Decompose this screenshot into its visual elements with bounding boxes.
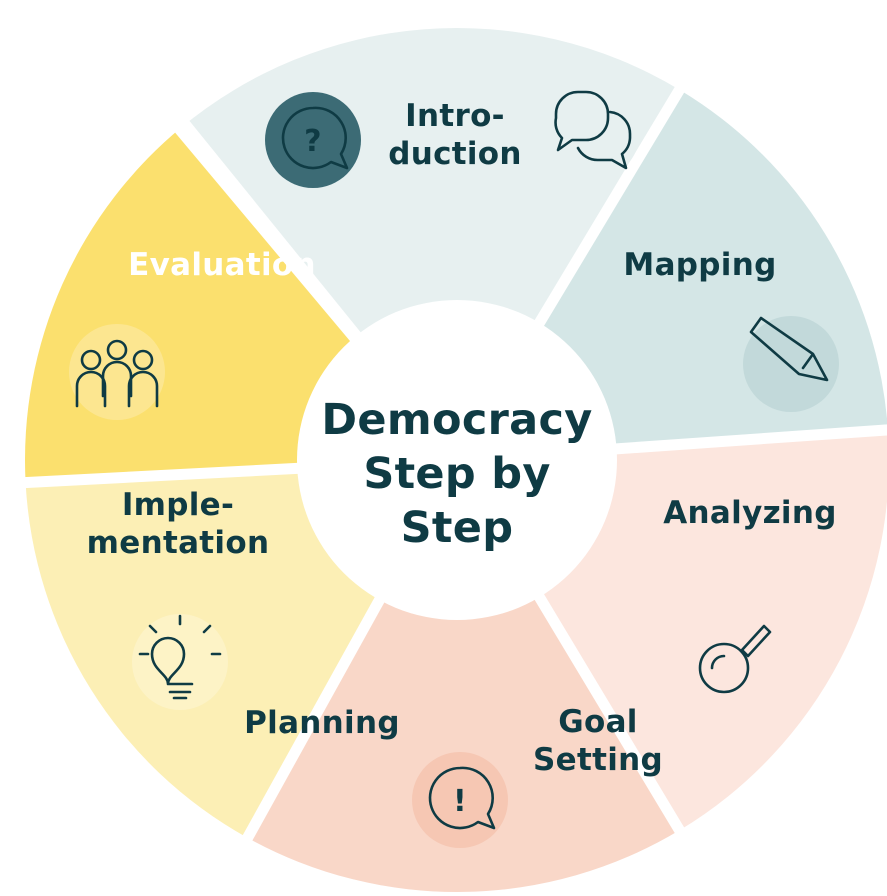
- segment-label-implementation: mentation: [87, 525, 270, 561]
- speech-bubbles-icon: [544, 84, 640, 180]
- pencil-icon: [743, 316, 839, 412]
- segment-labels-layer: Intro-ductionMappingAnalyzingGoalSetting…: [87, 98, 837, 778]
- segment-label-introduction: Intro-: [405, 98, 505, 134]
- center-circle: [297, 300, 617, 620]
- segment-label-implementation: Imple-: [122, 487, 234, 523]
- center-title-line: Democracy: [321, 395, 592, 445]
- question-mark-glyph: ?: [304, 124, 322, 159]
- segment-label-evaluation: Evaluation: [128, 247, 316, 283]
- segment-label-goal-setting: Setting: [533, 742, 663, 778]
- segment-label-introduction: duction: [388, 136, 522, 172]
- exclamation-mark-glyph: !: [453, 784, 467, 819]
- icon-badge: [132, 614, 228, 710]
- center-title-line: Step by: [363, 449, 550, 499]
- magnifier-icon: [682, 612, 778, 708]
- center-title-line: Step: [401, 503, 514, 553]
- segment-label-mapping: Mapping: [623, 247, 776, 283]
- icon-badges-layer: !?: [69, 84, 839, 848]
- segment-label-goal-setting: Goal: [558, 704, 638, 740]
- segment-label-planning: Planning: [244, 705, 400, 741]
- people-group-icon: [69, 324, 165, 420]
- segment-label-analyzing: Analyzing: [663, 495, 836, 531]
- icon-badge: [743, 316, 839, 412]
- question-bubble-icon: ?: [265, 92, 361, 188]
- icon-badge: [69, 324, 165, 420]
- segment-goal-setting: [247, 460, 680, 892]
- lightbulb-icon: [132, 614, 228, 710]
- exclamation-bubble-icon: !: [412, 752, 508, 848]
- icon-badge: [544, 84, 640, 180]
